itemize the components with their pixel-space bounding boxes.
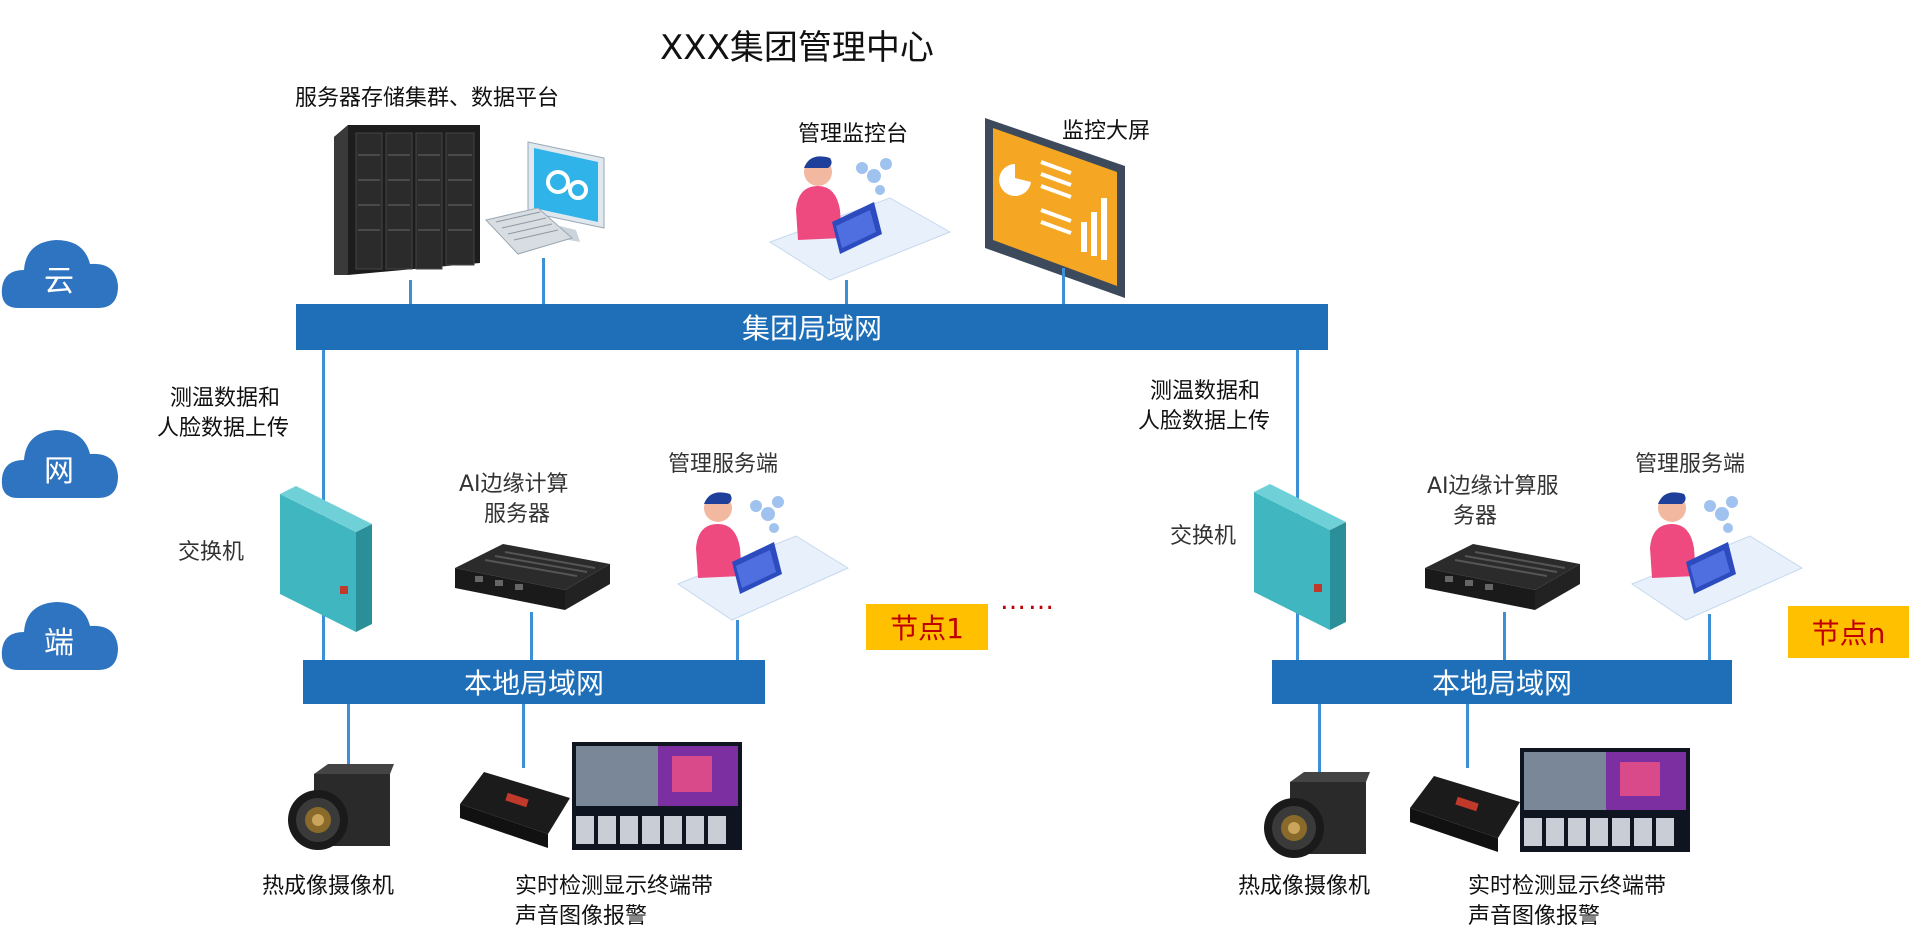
noden-mgmt-label: 管理服务端 bbox=[1635, 452, 1746, 477]
node1-ai-label-2: 服务器 bbox=[484, 502, 551, 527]
big-screen-label: 监控大屏 bbox=[1062, 119, 1151, 144]
group-lan-label: 集团局域网 bbox=[741, 312, 882, 345]
noden-local-lan-label: 本地局域网 bbox=[1431, 667, 1572, 700]
node1-badge-text: 节点1 bbox=[890, 612, 964, 645]
node1-local-lan-bar: 本地局域网 bbox=[303, 660, 765, 704]
node1-badge: 节点1 bbox=[866, 604, 988, 650]
node1-ai-server-icon bbox=[455, 544, 610, 610]
upload-label-left-1: 测温数据和 bbox=[170, 386, 281, 411]
noden-mgmt-icon bbox=[1630, 492, 1804, 621]
noden-ai-label-2: 务器 bbox=[1453, 504, 1498, 529]
node-ellipsis: …… bbox=[1000, 586, 1056, 616]
noden-terminal-box-icon bbox=[1410, 776, 1520, 852]
tier-cloud-label: 云 bbox=[44, 264, 74, 299]
group-lan-bar: 集团局域网 bbox=[296, 304, 1328, 350]
noden-thermal-camera-icon bbox=[1264, 772, 1370, 858]
tier-network-label: 网 bbox=[44, 454, 74, 489]
noden-ai-label-1: AI边缘计算服 bbox=[1427, 474, 1559, 499]
noden-camera-label: 热成像摄像机 bbox=[1238, 874, 1371, 899]
node1-local-lan-label: 本地局域网 bbox=[463, 667, 604, 700]
noden-terminal-label-2: 声音图像报警 bbox=[1468, 904, 1601, 929]
noden-display-screen-icon bbox=[1520, 748, 1690, 852]
node1-switch-icon bbox=[280, 486, 372, 632]
big-screen-icon bbox=[985, 118, 1125, 298]
tier-edge-label: 端 bbox=[44, 626, 74, 661]
node1-terminal-label-1: 实时检测显示终端带 bbox=[515, 874, 714, 899]
upload-label-left-2: 人脸数据上传 bbox=[157, 416, 290, 441]
noden-switch-label: 交换机 bbox=[1170, 524, 1237, 549]
console-label: 管理监控台 bbox=[798, 122, 909, 147]
noden-badge-text: 节点n bbox=[1811, 617, 1886, 650]
noden-badge: 节点n bbox=[1788, 606, 1909, 658]
workstation-icon bbox=[485, 141, 605, 255]
console-operator-icon bbox=[768, 156, 952, 281]
noden-switch-icon bbox=[1254, 484, 1346, 630]
server-rack-icon bbox=[334, 125, 480, 275]
noden-local-lan-bar: 本地局域网 bbox=[1272, 660, 1732, 704]
server-cluster-label: 服务器存储集群、数据平台 bbox=[295, 86, 560, 111]
upload-label-right-2: 人脸数据上传 bbox=[1138, 409, 1271, 434]
node1-mgmt-icon bbox=[676, 492, 850, 621]
cloud-icon bbox=[1, 602, 118, 670]
cloud-icon bbox=[1, 430, 118, 498]
node1-mgmt-label: 管理服务端 bbox=[668, 452, 779, 477]
node1-terminal-label-2: 声音图像报警 bbox=[515, 904, 648, 929]
upload-label-right-1: 测温数据和 bbox=[1150, 379, 1261, 404]
node1-terminal-box-icon bbox=[460, 772, 570, 848]
cloud-icon bbox=[1, 240, 118, 308]
node1-ai-label-1: AI边缘计算 bbox=[459, 472, 569, 497]
node1-switch-label: 交换机 bbox=[178, 540, 245, 565]
noden-ai-server-icon bbox=[1425, 544, 1580, 610]
noden-terminal-label-1: 实时检测显示终端带 bbox=[1468, 874, 1667, 899]
tier-network: 网 bbox=[0, 418, 120, 503]
page-title: XXX集团管理中心 bbox=[660, 28, 934, 68]
node1-camera-label: 热成像摄像机 bbox=[262, 874, 395, 899]
tier-edge: 端 bbox=[0, 590, 120, 675]
node1-display-screen-icon bbox=[572, 742, 742, 850]
node1-thermal-camera-icon bbox=[288, 764, 394, 850]
tier-cloud: 云 bbox=[0, 228, 120, 313]
